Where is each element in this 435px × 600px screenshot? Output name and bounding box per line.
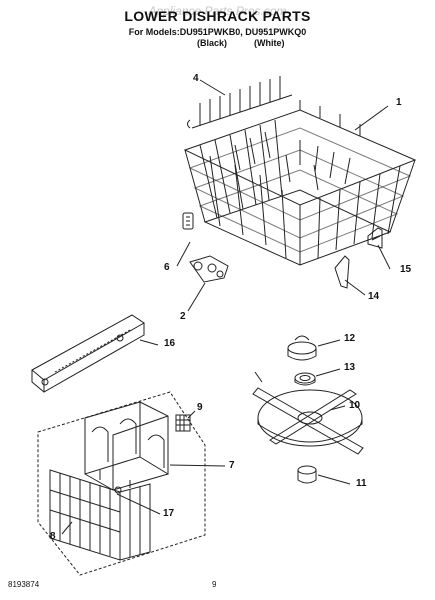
silverware-lid-part bbox=[31, 314, 145, 393]
spray-hub-part bbox=[287, 335, 317, 361]
callout-7: 7 bbox=[229, 460, 235, 471]
callout-12: 12 bbox=[344, 333, 356, 344]
callout-6: 6 bbox=[164, 262, 170, 273]
callout-1: 1 bbox=[396, 97, 402, 108]
color-label-black: (Black) bbox=[197, 38, 228, 48]
page-number: 9 bbox=[212, 580, 217, 589]
ring-part-13 bbox=[294, 372, 316, 386]
document-number: 8193874 bbox=[8, 580, 40, 589]
lower-spray-arm-part bbox=[252, 371, 364, 455]
callout-8: 8 bbox=[50, 531, 56, 542]
color-label-white: (White) bbox=[254, 38, 285, 48]
leader-lines bbox=[61, 79, 391, 535]
models-line: For Models:DU951PWKB0, DU951PWKQ0 bbox=[128, 27, 307, 37]
callout-16: 16 bbox=[164, 338, 176, 349]
callout-4: 4 bbox=[193, 73, 199, 84]
callout-11: 11 bbox=[356, 478, 367, 489]
bracket-part-14 bbox=[334, 255, 350, 289]
small-grid-part bbox=[175, 414, 191, 432]
bracket-part-15 bbox=[367, 227, 383, 249]
lower-dishrack-basket bbox=[183, 100, 417, 266]
bushing-part-11 bbox=[297, 465, 317, 484]
callout-17: 17 bbox=[163, 508, 175, 519]
silverware-basket-part bbox=[84, 401, 169, 491]
callout-14: 14 bbox=[368, 291, 380, 302]
silverware-basket-group bbox=[37, 391, 206, 576]
callout-15: 15 bbox=[400, 264, 412, 275]
watermark: Appliance Parts Pros.com bbox=[148, 4, 287, 18]
rack-clip-part bbox=[182, 212, 194, 230]
roller-assembly-part bbox=[189, 255, 229, 283]
callout-2: 2 bbox=[180, 311, 186, 322]
callout-9: 9 bbox=[197, 402, 203, 413]
callout-13: 13 bbox=[344, 362, 356, 373]
callout-10: 10 bbox=[349, 400, 361, 411]
page-title: LOWER DISHRACK PARTS bbox=[124, 8, 311, 24]
tine-row bbox=[187, 76, 293, 129]
